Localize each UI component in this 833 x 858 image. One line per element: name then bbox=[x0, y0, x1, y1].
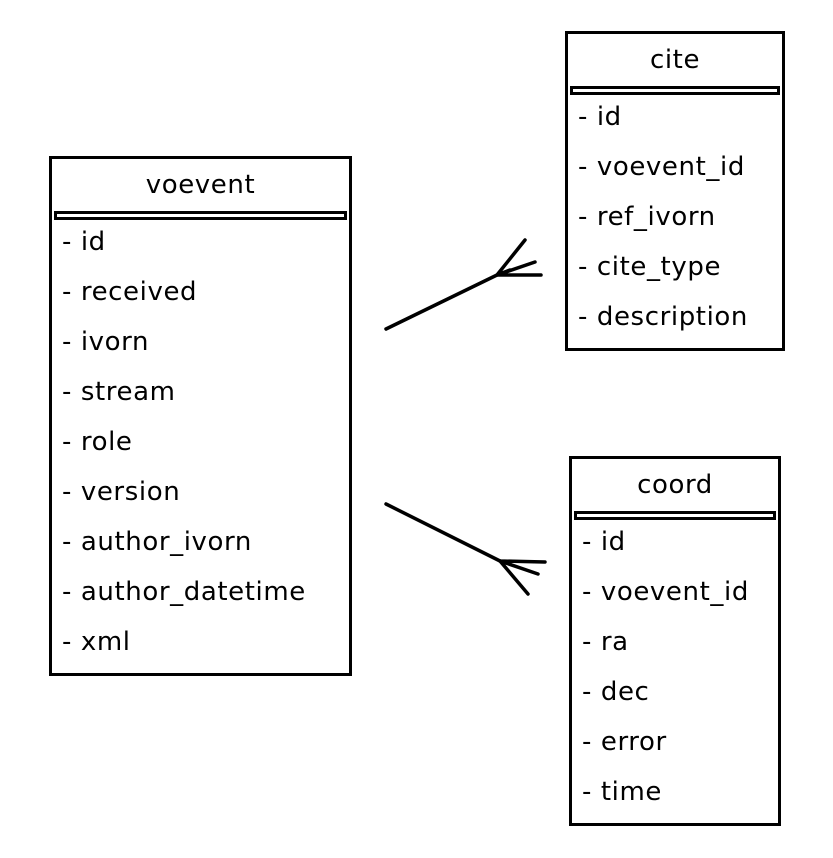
relation-voevent-coord[interactable] bbox=[384, 502, 547, 596]
entity-divider bbox=[574, 511, 776, 520]
relation-line bbox=[384, 502, 502, 563]
entity-voevent[interactable]: voevent - id - received - ivorn - stream… bbox=[49, 156, 352, 676]
field-cite-type: - cite_type bbox=[578, 252, 722, 282]
field-author-datetime: - author_datetime bbox=[62, 577, 306, 607]
field-list: - id - received - ivorn - stream - role … bbox=[52, 220, 349, 670]
field-ivorn: - ivorn bbox=[62, 327, 150, 357]
entity-coord[interactable]: coord - id - voevent_id - ra - dec - err… bbox=[569, 456, 781, 826]
entity-title: cite bbox=[649, 45, 701, 75]
field-list: - id - voevent_id - ra - dec - error - t… bbox=[572, 520, 778, 820]
field-ref-ivorn: - ref_ivorn bbox=[578, 202, 716, 232]
field-list: - id - voevent_id - ref_ivorn - cite_typ… bbox=[568, 95, 782, 345]
field-id: - id bbox=[62, 227, 106, 257]
relation-line bbox=[384, 273, 499, 331]
field-version: - version bbox=[62, 477, 181, 507]
field-error: - error bbox=[582, 727, 667, 757]
entity-title: voevent bbox=[145, 170, 256, 200]
field-voevent-id: - voevent_id bbox=[578, 152, 745, 182]
crows-foot-icon bbox=[495, 238, 543, 277]
field-stream: - stream bbox=[62, 377, 176, 407]
field-author-ivorn: - author_ivorn bbox=[62, 527, 252, 557]
entity-title: coord bbox=[637, 470, 713, 500]
field-time: - time bbox=[582, 777, 662, 807]
relation-voevent-cite[interactable] bbox=[384, 238, 543, 331]
entity-divider bbox=[570, 86, 780, 95]
field-description: - description bbox=[578, 302, 749, 332]
field-role: - role bbox=[62, 427, 133, 457]
entity-cite[interactable]: cite - id - voevent_id - ref_ivorn - cit… bbox=[565, 31, 785, 351]
field-xml: - xml bbox=[62, 627, 131, 657]
entity-divider bbox=[54, 211, 347, 220]
field-id: - id bbox=[578, 102, 622, 132]
field-dec: - dec bbox=[582, 677, 650, 707]
field-id: - id bbox=[582, 527, 626, 557]
crows-foot-icon bbox=[498, 559, 547, 596]
field-voevent-id: - voevent_id bbox=[582, 577, 749, 607]
field-received: - received bbox=[62, 277, 198, 307]
field-ra: - ra bbox=[582, 627, 629, 657]
